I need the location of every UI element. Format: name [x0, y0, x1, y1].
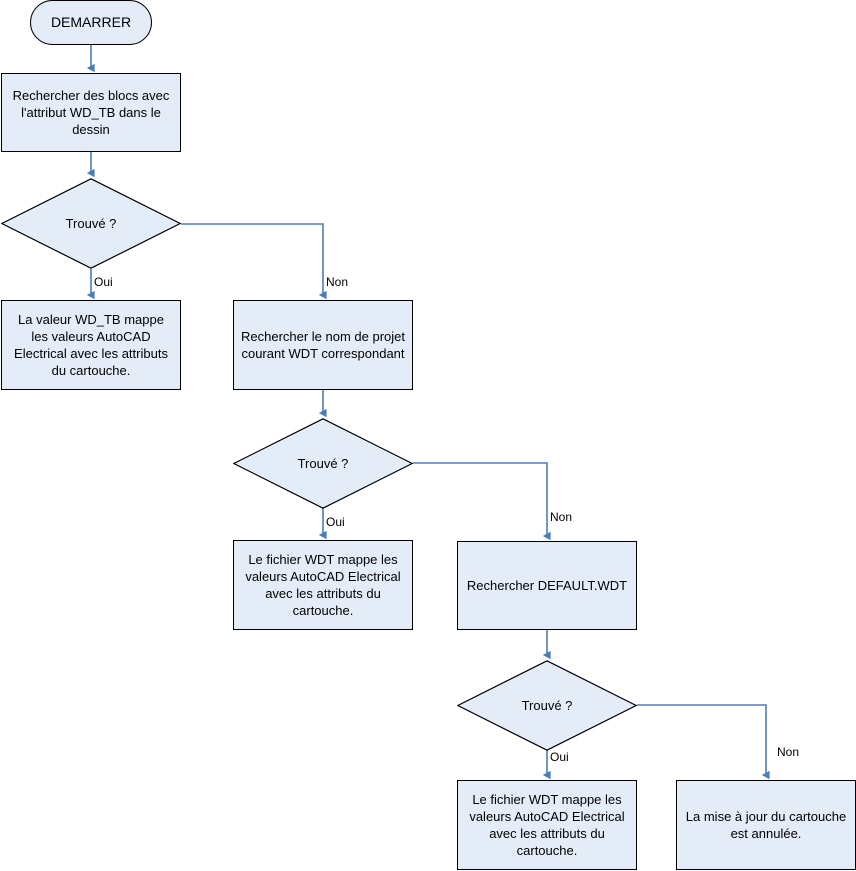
- node-decision-3-label: Trouvé ?: [521, 698, 573, 713]
- node-result-project-wdt[interactable]: Le fichier WDT mappe les valeurs AutoCAD…: [233, 540, 413, 630]
- edge-label-decision1-yes: Oui: [94, 275, 113, 289]
- node-decision-1[interactable]: Trouvé ?: [1, 178, 181, 269]
- edge-label-decision3-no: Non: [777, 745, 800, 759]
- node-decision-2[interactable]: Trouvé ?: [233, 418, 413, 509]
- node-decision-3[interactable]: Trouvé ?: [457, 660, 637, 751]
- node-search-default-wdt-label: Rechercher DEFAULT.WDT: [466, 578, 628, 593]
- edge-label-decision2-yes: Oui: [326, 515, 345, 529]
- node-result-default-wdt[interactable]: Le fichier WDT mappe les valeurs AutoCAD…: [457, 780, 637, 870]
- node-result-wd-tb[interactable]: La valeur WD_TB mappe les valeurs AutoCA…: [1, 300, 181, 390]
- node-result-default-wdt-label: Le fichier WDT mappe les valeurs AutoCAD…: [469, 792, 625, 858]
- node-decision-1-label: Trouvé ?: [65, 216, 117, 231]
- node-start-label: DEMARRER: [50, 14, 132, 30]
- node-result-project-wdt-label: Le fichier WDT mappe les valeurs AutoCAD…: [245, 552, 401, 618]
- edge-decision3-no: [637, 704, 770, 780]
- node-start[interactable]: DEMARRER: [30, 0, 152, 45]
- node-result-cancelled-label: La mise à jour du cartouche est annulée.: [685, 809, 847, 841]
- node-decision-2-label: Trouvé ?: [297, 456, 349, 471]
- node-result-cancelled[interactable]: La mise à jour du cartouche est annulée.: [676, 780, 856, 870]
- node-search-default-wdt[interactable]: Rechercher DEFAULT.WDT: [457, 541, 637, 630]
- edge-label-decision3-yes: Oui: [550, 750, 569, 764]
- edge-decision2-no: [413, 462, 551, 541]
- node-search-project-wdt-label: Rechercher le nom de projet courant WDT …: [240, 329, 406, 361]
- edge-label-decision1-no: Non: [326, 275, 349, 289]
- edge-label-decision2-no: Non: [550, 510, 573, 524]
- node-search-wd-tb-label: Rechercher des blocs avec l'attribut WD_…: [12, 88, 170, 137]
- node-search-project-wdt[interactable]: Rechercher le nom de projet courant WDT …: [233, 300, 413, 390]
- node-search-wd-tb[interactable]: Rechercher des blocs avec l'attribut WD_…: [1, 73, 181, 152]
- edge-decision1-no: [181, 223, 327, 300]
- node-result-wd-tb-label: La valeur WD_TB mappe les valeurs AutoCA…: [14, 312, 168, 378]
- diamond-shape-icon: [1, 178, 181, 269]
- diamond-shape-icon: [457, 660, 637, 751]
- diamond-shape-icon: [233, 418, 413, 509]
